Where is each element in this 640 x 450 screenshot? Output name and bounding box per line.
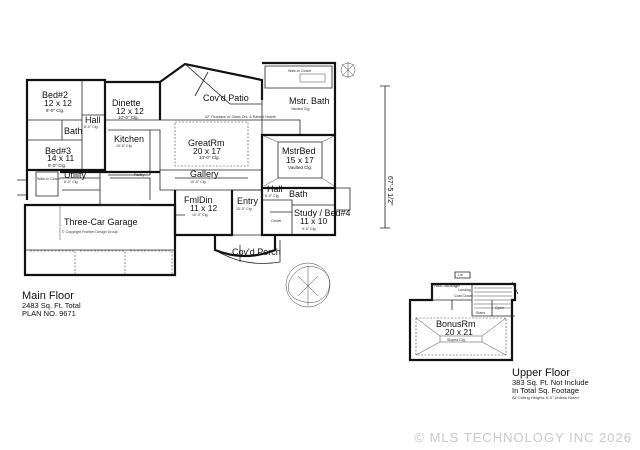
room-hall-east-name: Hall — [267, 184, 283, 194]
room-pantry-name: Pantry — [134, 173, 145, 177]
room-coat-name: Coat Closet — [454, 294, 473, 298]
room-kitchen-name: Kitchen — [114, 134, 144, 144]
room-closet-name: Closet — [271, 219, 281, 223]
room-landing-name: Landing — [458, 288, 471, 292]
room-mstr-bath-name: Mstr. Bath — [289, 96, 330, 106]
room-hall-east-ceiling: 8'-0" Clg. — [265, 194, 280, 198]
room-mstrbed-name: MstrBed — [282, 146, 316, 156]
upper-floor-walls — [408, 271, 519, 362]
room-gallery-ceiling: 10'-0" Clg. — [190, 180, 207, 184]
main-room-labels: Bed#2 12 x 12 8'-0" Clg. Hall 8'-0" Clg.… — [37, 69, 351, 257]
room-covd-patio-rear-name: Cov'd Patio — [203, 93, 249, 103]
upper-floor-sqft-line1: 383 Sq. Ft. Not Include — [512, 378, 589, 387]
room-bonusrm-dim: 20 x 21 — [445, 327, 473, 337]
overall-depth-label: 67'-5 1/2" — [386, 176, 393, 206]
room-utility-name: Utility — [64, 170, 86, 180]
upper-room-labels: BonusRm 20 x 21 Sloped Clg. Attic Storag… — [434, 273, 504, 342]
room-bonusrm-name: BonusRm — [436, 319, 476, 329]
room-open-name: Open — [495, 306, 504, 310]
room-attic-name: Attic Storage — [434, 283, 460, 288]
room-fmldin-dim: 11 x 12 — [190, 203, 218, 213]
upper-floor-title: Upper Floor — [512, 367, 571, 379]
room-bed3-ceiling: 9'-0" Clg. — [48, 163, 66, 168]
overall-depth-dimension: 67'-5 1/2" — [380, 85, 393, 229]
room-linen-name: Lin — [458, 273, 463, 277]
room-utility-ceiling: 8'-0" Clg. — [64, 180, 79, 184]
room-study-dim: 11 x 10 — [300, 216, 328, 226]
main-floor-sqft: 2483 Sq. Ft. Total — [22, 301, 81, 310]
room-bed3-dim: 14 x 11 — [47, 153, 75, 163]
room-greatrm-name: GreatRm — [188, 138, 225, 148]
room-bed2-dim: 12 x 12 — [44, 98, 72, 108]
room-walkin-pantry-name: Walk-In Closet — [37, 177, 60, 181]
room-garage-credit: © Copyright Frontier Design Group — [62, 230, 118, 234]
room-covd-porch-name: Cov'd Porch — [232, 247, 281, 257]
room-greatrm-dim: 20 x 17 — [193, 146, 221, 156]
room-study-ceiling: 9'-0" Clg. — [302, 227, 317, 231]
main-floor-title: Main Floor — [22, 290, 74, 302]
room-study-name: Study / Bed#4 — [294, 208, 351, 218]
room-gallery-name: Gallery — [190, 169, 219, 179]
room-bath-east-name: Bath — [289, 189, 308, 199]
room-hall-west-name: Hall — [85, 115, 101, 125]
room-bed2-ceiling: 8'-0" Clg. — [46, 108, 64, 113]
room-greatrm-ceiling: 10'-0" Clg. — [199, 155, 220, 160]
main-floor-caption: Main Floor 2483 Sq. Ft. Total PLAN NO. 9… — [22, 290, 81, 318]
room-fmldin-ceiling: 10'-0" Clg. — [192, 213, 209, 217]
room-mstr-bath-ceiling: Vaulted Clg. — [291, 107, 310, 111]
room-bed2-name: Bed#2 — [42, 90, 68, 100]
room-garage-name: Three-Car Garage — [64, 217, 138, 227]
mls-watermark: © MLS TECHNOLOGY INC 2026 — [414, 430, 632, 445]
room-hall-west-ceiling: 8'-0" Clg. — [84, 125, 99, 129]
room-fmldin-name: FmlDin — [184, 195, 213, 205]
room-bed3-name: Bed#3 — [45, 146, 71, 156]
upper-floor-ceiling-note: All Ceiling Heights 8'-0" Unless Noted — [512, 395, 579, 400]
upper-floor-sqft-line2: In Total Sq. Footage — [512, 386, 579, 395]
room-dinette-dim: 12 x 12 — [116, 106, 144, 116]
upper-floor-caption: Upper Floor 383 Sq. Ft. Not Include In T… — [512, 367, 589, 401]
room-walkin-closet-name: Walk-In Closet — [288, 69, 311, 73]
room-mstrbed-ceiling: Vaulted Clg. — [288, 165, 312, 170]
room-stairs-name: Stairs — [476, 311, 485, 315]
room-dinette-name: Dinette — [112, 98, 141, 108]
room-entry-name: Entry — [237, 196, 259, 206]
room-dinette-ceiling: 10'-0" Clg. — [118, 115, 139, 120]
room-bonusrm-ceiling: Sloped Clg. — [447, 338, 466, 342]
main-floor-walls — [17, 61, 351, 277]
fireplace-note: 42" Fireplace w/ Glass Drs. & Raised Hea… — [205, 115, 276, 119]
tree-sketch-icon — [285, 62, 356, 308]
main-floor-plan-number: PLAN NO. 9671 — [22, 309, 76, 318]
room-bath-west-name: Bath — [64, 126, 83, 136]
room-mstrbed-dim: 15 x 17 — [286, 155, 314, 165]
room-entry-ceiling: 10'-0" Clg. — [236, 207, 253, 211]
room-kitchen-ceiling: 10'-0" Clg. — [116, 144, 133, 148]
